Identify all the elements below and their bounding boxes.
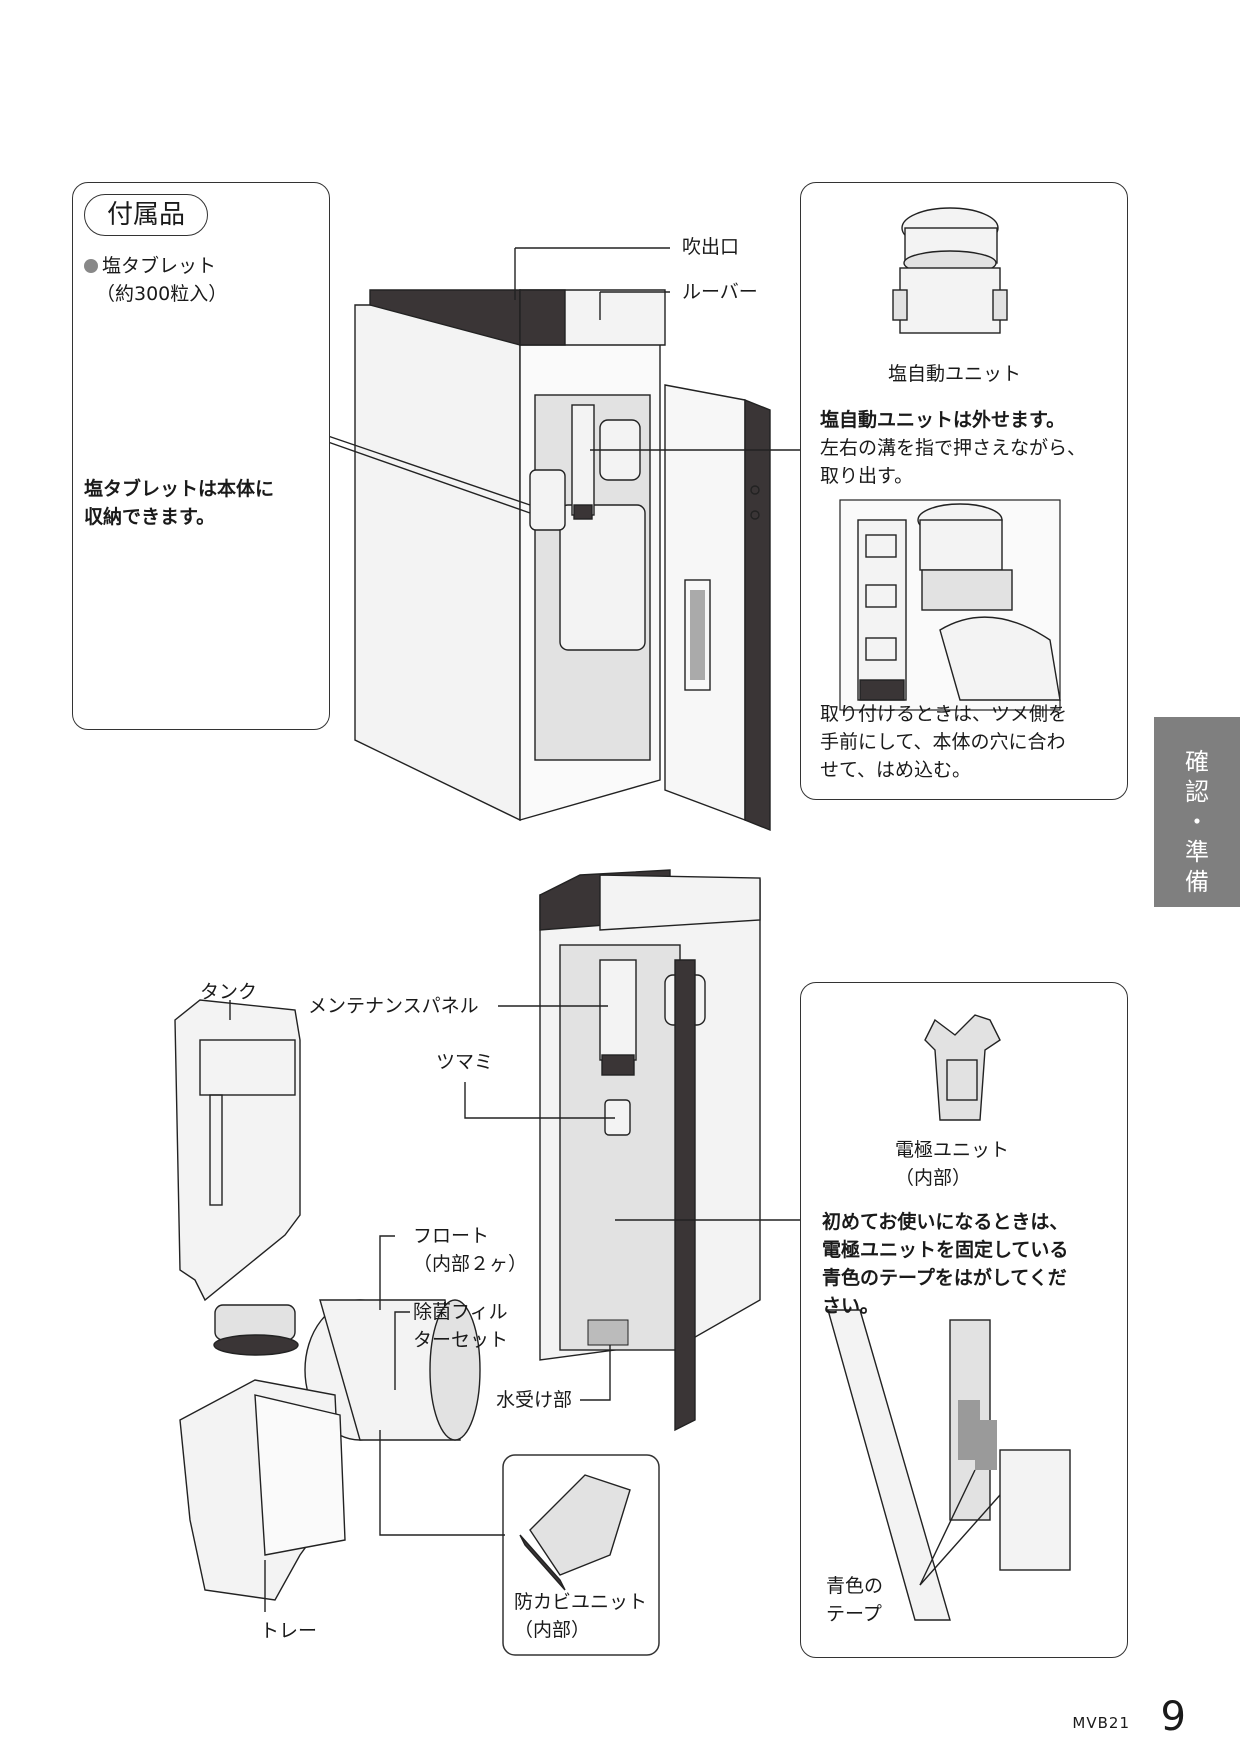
water-receiver-label: 水受け部 <box>496 1389 573 1411</box>
tray-label: トレー <box>260 1620 318 1642</box>
outlet-label: 吹出口 <box>682 236 740 258</box>
tray-illustration <box>179 1379 346 1601</box>
blue-tape-label: 青色の テープ <box>826 1575 884 1625</box>
salt-unit-removal-inset <box>839 499 1061 711</box>
salt-tablet-quantity: （約300粒入） <box>96 283 228 305</box>
mold-unit-box <box>502 1454 660 1656</box>
bullet-icon <box>84 259 98 273</box>
accessories-box <box>72 182 330 730</box>
float-label: フロート （内部２ヶ） <box>413 1225 528 1275</box>
accessories-title: 付属品 <box>84 194 209 236</box>
filter-set-label: 除菌フィル ターセット <box>413 1301 509 1351</box>
electrode-tape-instruction: 初めてお使いになるときは、 電極ユニットを固定している 青色のテープをはがしてく… <box>822 1211 1069 1317</box>
main-unit-bottom-illustration <box>539 869 761 1432</box>
louver-label: ルーバー <box>682 281 758 303</box>
page-number: 9 <box>1160 1694 1186 1740</box>
leader-lines <box>229 247 1001 1612</box>
tape-inset-illustration <box>827 1309 1071 1621</box>
mold-unit-label: 防カビユニット （内部） <box>514 1591 648 1641</box>
electrode-unit-name: 電極ユニット （内部） <box>895 1139 1010 1189</box>
salt-tablet-label: 塩タブレット <box>84 252 216 280</box>
salt-unit-name: 塩自動ユニット <box>888 363 1022 385</box>
tank-label: タンク <box>200 981 258 1003</box>
salt-unit-remove-instructions: 左右の溝を指で押さえながら、 取り出す。 <box>820 437 1087 487</box>
maintenance-panel-label: メンテナンスパネル <box>308 995 479 1017</box>
salt-unit-removable-note: 塩自動ユニットは外せます。 <box>820 409 1066 431</box>
knob-label: ツマミ <box>436 1051 494 1073</box>
salt-auto-unit-illustration <box>892 207 1008 334</box>
model-number: MVB21 <box>1072 1714 1130 1732</box>
section-tab: 確 認 ・ 準 備 <box>1154 717 1240 907</box>
salt-unit-attach-instructions: 取り付けるときは、ツメ側を 手前にして、本体の穴に合わ せて、はめ込む。 <box>820 703 1068 781</box>
tablet-storage-note: 塩タブレットは本体に 収納できます。 <box>84 478 275 528</box>
main-unit-top-illustration <box>354 289 771 832</box>
tank-illustration <box>174 999 301 1356</box>
electrode-unit-illustration <box>924 1014 1001 1121</box>
